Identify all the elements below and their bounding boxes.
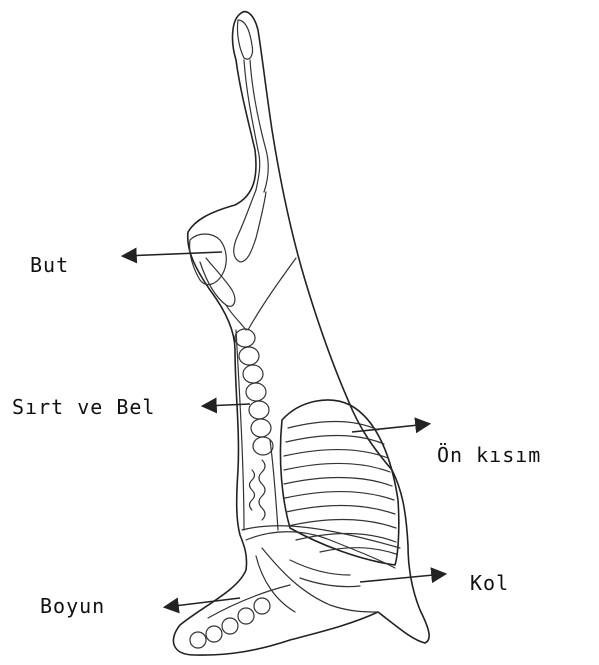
label-boyun: Boyun <box>40 594 105 618</box>
label-but: But <box>30 253 69 277</box>
shoulder-and-neck <box>190 532 395 648</box>
arrow-kol <box>360 574 444 582</box>
label-kol: Kol <box>470 571 509 595</box>
arrow-but <box>124 252 222 256</box>
hind-leg-bones <box>190 20 269 330</box>
arrow-sirt-ve-bel <box>204 404 250 406</box>
rib-section <box>280 400 398 565</box>
vertebrae <box>235 329 278 530</box>
carcass-outline <box>173 12 429 655</box>
label-sirt-ve-bel: Sırt ve Bel <box>12 395 155 419</box>
label-on-kisim: Ön kısım <box>437 443 541 467</box>
arrow-boyun <box>166 598 240 607</box>
